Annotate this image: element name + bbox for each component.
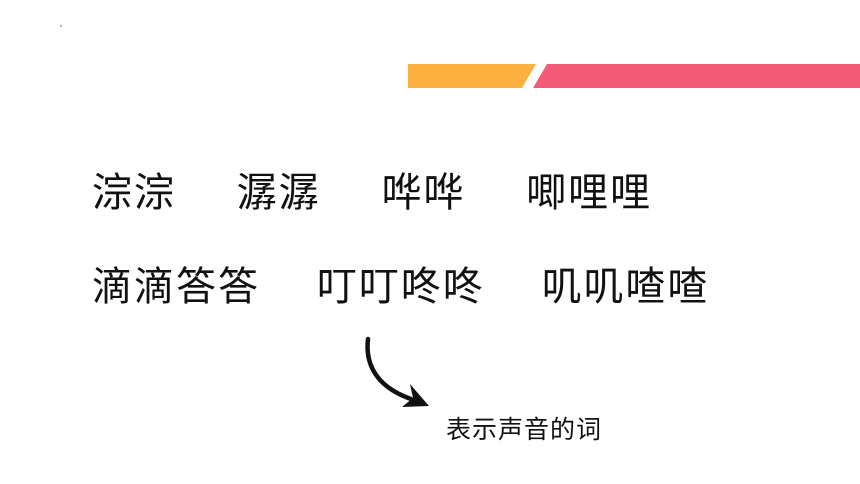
word-chanchan: 潺潺 [236,170,321,216]
word-row-2: 滴滴答答 叮叮咚咚 叽叽喳喳 [92,254,709,312]
word-didi-dada: 滴滴答答 [92,264,260,310]
orange-bar [408,64,536,88]
word-row-1: 淙淙 潺潺 哗哗 唧哩哩 [92,160,652,218]
word-huahua: 哗哗 [381,170,466,216]
word-jiji-zhazha: 叽叽喳喳 [541,264,710,310]
decorative-dot [60,25,62,27]
word-jilili: 唧哩哩 [526,170,653,216]
annotation-label: 表示声音的词 [446,415,603,444]
word-zongzong: 淙淙 [92,170,176,216]
pink-bar [533,64,860,88]
word-dingding-dongdong: 叮叮咚咚 [316,264,485,310]
curved-arrow-icon [365,336,429,407]
